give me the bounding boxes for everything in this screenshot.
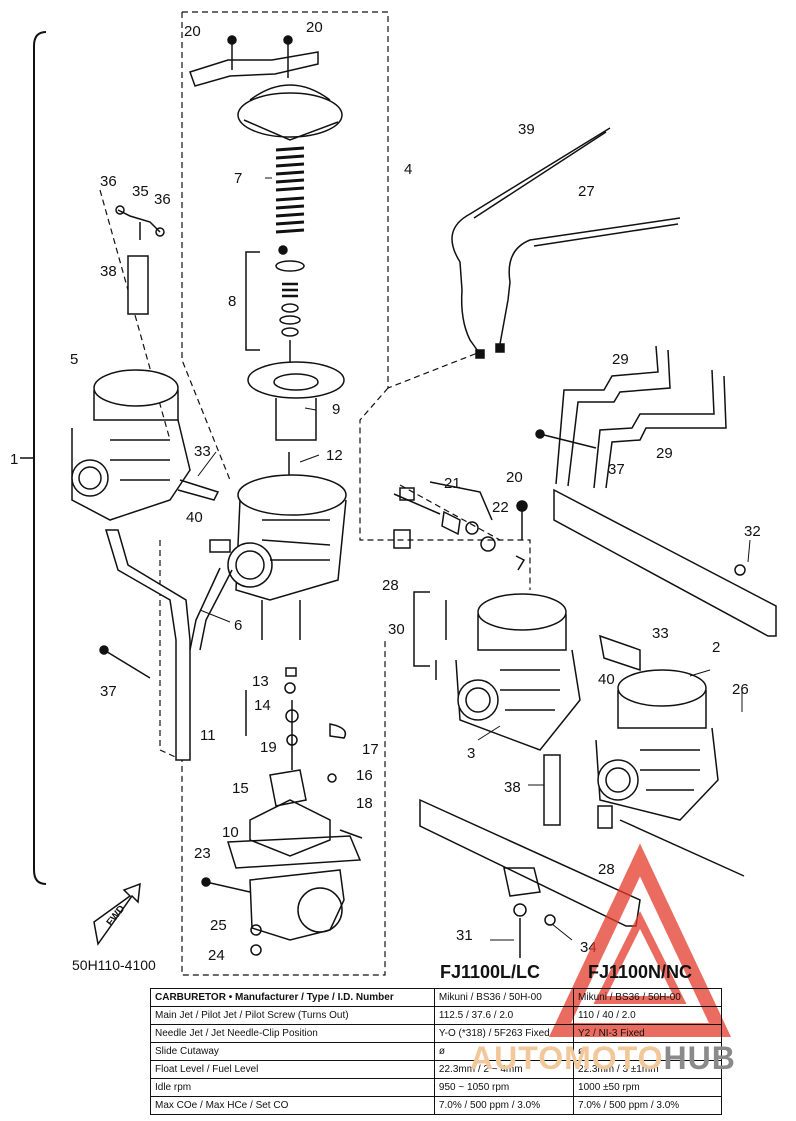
carburetor-left-5 (71, 369, 220, 521)
callout-38: 38 (504, 779, 521, 796)
callout-23: 23 (194, 845, 211, 862)
callout-37: 37 (608, 461, 625, 478)
callout-18: 18 (356, 795, 373, 812)
diaphragm-cover-group (189, 35, 345, 441)
callout-6: 6 (234, 617, 242, 634)
callout-27: 27 (578, 183, 595, 200)
callout-15: 15 (232, 780, 249, 797)
spec-label: Max COe / Max HCe / Set CO (150, 1096, 435, 1115)
callout-9: 9 (332, 401, 340, 418)
carburetor-spec-table: CARBURETOR • Manufacturer / Type / I.D. … (150, 988, 722, 1115)
spec-value-right: Mikuni / BS36 / 50H-00 (573, 988, 722, 1007)
fwd-arrow (93, 882, 141, 946)
spec-value-left: 7.0% / 500 ppm / 3.0% (433, 1096, 575, 1115)
callout-28: 28 (382, 577, 399, 594)
spec-value-left: 950 ~ 1050 rpm (433, 1078, 575, 1097)
model-header-left: FJ1100L/LC (440, 962, 541, 982)
callout-33: 33 (652, 625, 669, 642)
table-row: Idle rpm 950 ~ 1050 rpm 1000 ±50 rpm (150, 1078, 722, 1097)
callout-20: 20 (506, 469, 523, 486)
callout-14: 14 (254, 697, 271, 714)
watermark-text: AUTOMOTOHUB (470, 1040, 736, 1077)
carburetor-2 (595, 634, 719, 821)
float-bowl-group (201, 667, 363, 956)
assembly-bracket (33, 31, 47, 885)
callout-16: 16 (356, 767, 373, 784)
table-row: Needle Jet / Jet Needle-Clip Position Y-… (150, 1024, 722, 1043)
table-row: Max COe / Max HCe / Set CO 7.0% / 500 pp… (150, 1096, 722, 1115)
callout-25: 25 (210, 917, 227, 934)
vent-hoses (535, 345, 727, 489)
callout-19: 19 (260, 739, 277, 756)
callout-17: 17 (362, 741, 379, 758)
table-row: Main Jet / Pilot Jet / Pilot Screw (Turn… (150, 1006, 722, 1025)
callout-31: 31 (456, 927, 473, 944)
callout-35: 35 (132, 183, 149, 200)
callout-39: 39 (518, 121, 535, 138)
table-row: CARBURETOR • Manufacturer / Type / I.D. … (150, 988, 722, 1007)
callout-7: 7 (234, 170, 242, 187)
spec-label: Needle Jet / Jet Needle-Clip Position (150, 1024, 435, 1043)
leader-lines (197, 177, 751, 941)
callout-36: 36 (154, 191, 171, 208)
callout-20: 20 (184, 23, 201, 40)
callout-12: 12 (326, 447, 343, 464)
spec-value-left: 112.5 / 37.6 / 2.0 (433, 1006, 575, 1025)
callout-33: 33 (194, 443, 211, 460)
callout-11: 11 (200, 727, 216, 744)
callout-26: 26 (732, 681, 749, 698)
callout-30: 30 (388, 621, 405, 638)
callout-4: 4 (404, 161, 412, 178)
callout-10: 10 (222, 824, 239, 841)
watermark-text-b: HUB (663, 1040, 736, 1076)
callout-22: 22 (492, 499, 509, 516)
callout-28: 28 (598, 861, 615, 878)
callout-36: 36 (100, 173, 117, 190)
callout-38: 38 (100, 263, 117, 280)
spec-label: Idle rpm (150, 1078, 435, 1097)
watermark-text-a: AUTOMOTO (470, 1040, 664, 1076)
spec-value-left: Mikuni / BS36 / 50H-00 (433, 988, 575, 1007)
dashed-boundaries (99, 11, 531, 976)
part-code: 50H110-4100 (72, 957, 156, 973)
callout-2: 2 (712, 639, 720, 656)
callout-1: 1 (10, 451, 18, 468)
callout-20: 20 (306, 19, 323, 36)
callout-13: 13 (252, 673, 269, 690)
throttle-stop-parts (393, 481, 528, 571)
callout-40: 40 (598, 671, 615, 688)
callout-8: 8 (228, 293, 236, 310)
callout-24: 24 (208, 947, 225, 964)
spec-label: Main Jet / Pilot Jet / Pilot Screw (Turn… (150, 1006, 435, 1025)
spec-label: Slide Cutaway (150, 1042, 435, 1061)
callout-21: 21 (444, 475, 461, 492)
callout-29: 29 (656, 445, 673, 462)
spec-value-right: 7.0% / 500 ppm / 3.0% (573, 1096, 722, 1115)
mounting-plate-lower (419, 798, 745, 958)
carburetor-body-center (209, 452, 347, 640)
throttle-cables (451, 127, 681, 359)
spec-value-left: Y-O (*318) / 5F263 Fixed (433, 1024, 575, 1043)
callout-3: 3 (467, 745, 475, 762)
model-header-right: FJ1100N/NC (588, 962, 693, 982)
spec-value-right: 110 / 40 / 2.0 (573, 1006, 722, 1025)
mounting-plate-upper (553, 488, 777, 637)
spec-label: CARBURETOR • Manufacturer / Type / I.D. … (150, 988, 435, 1007)
spec-value-right: 1000 ±50 rpm (573, 1078, 722, 1097)
callout-labels: 1 2 3 4 5 6 7 8 9 10 11 12 13 14 15 16 1… (10, 19, 761, 964)
callout-40: 40 (186, 509, 203, 526)
callout-29: 29 (612, 351, 629, 368)
fuel-pipes (99, 205, 233, 761)
spec-label: Float Level / Fuel Level (150, 1060, 435, 1079)
carburetor-3 (413, 591, 581, 826)
callout-37: 37 (100, 683, 117, 700)
callout-32: 32 (744, 523, 761, 540)
callout-5: 5 (70, 351, 78, 368)
table-row: Slide Cutaway ø ø (150, 1042, 722, 1061)
